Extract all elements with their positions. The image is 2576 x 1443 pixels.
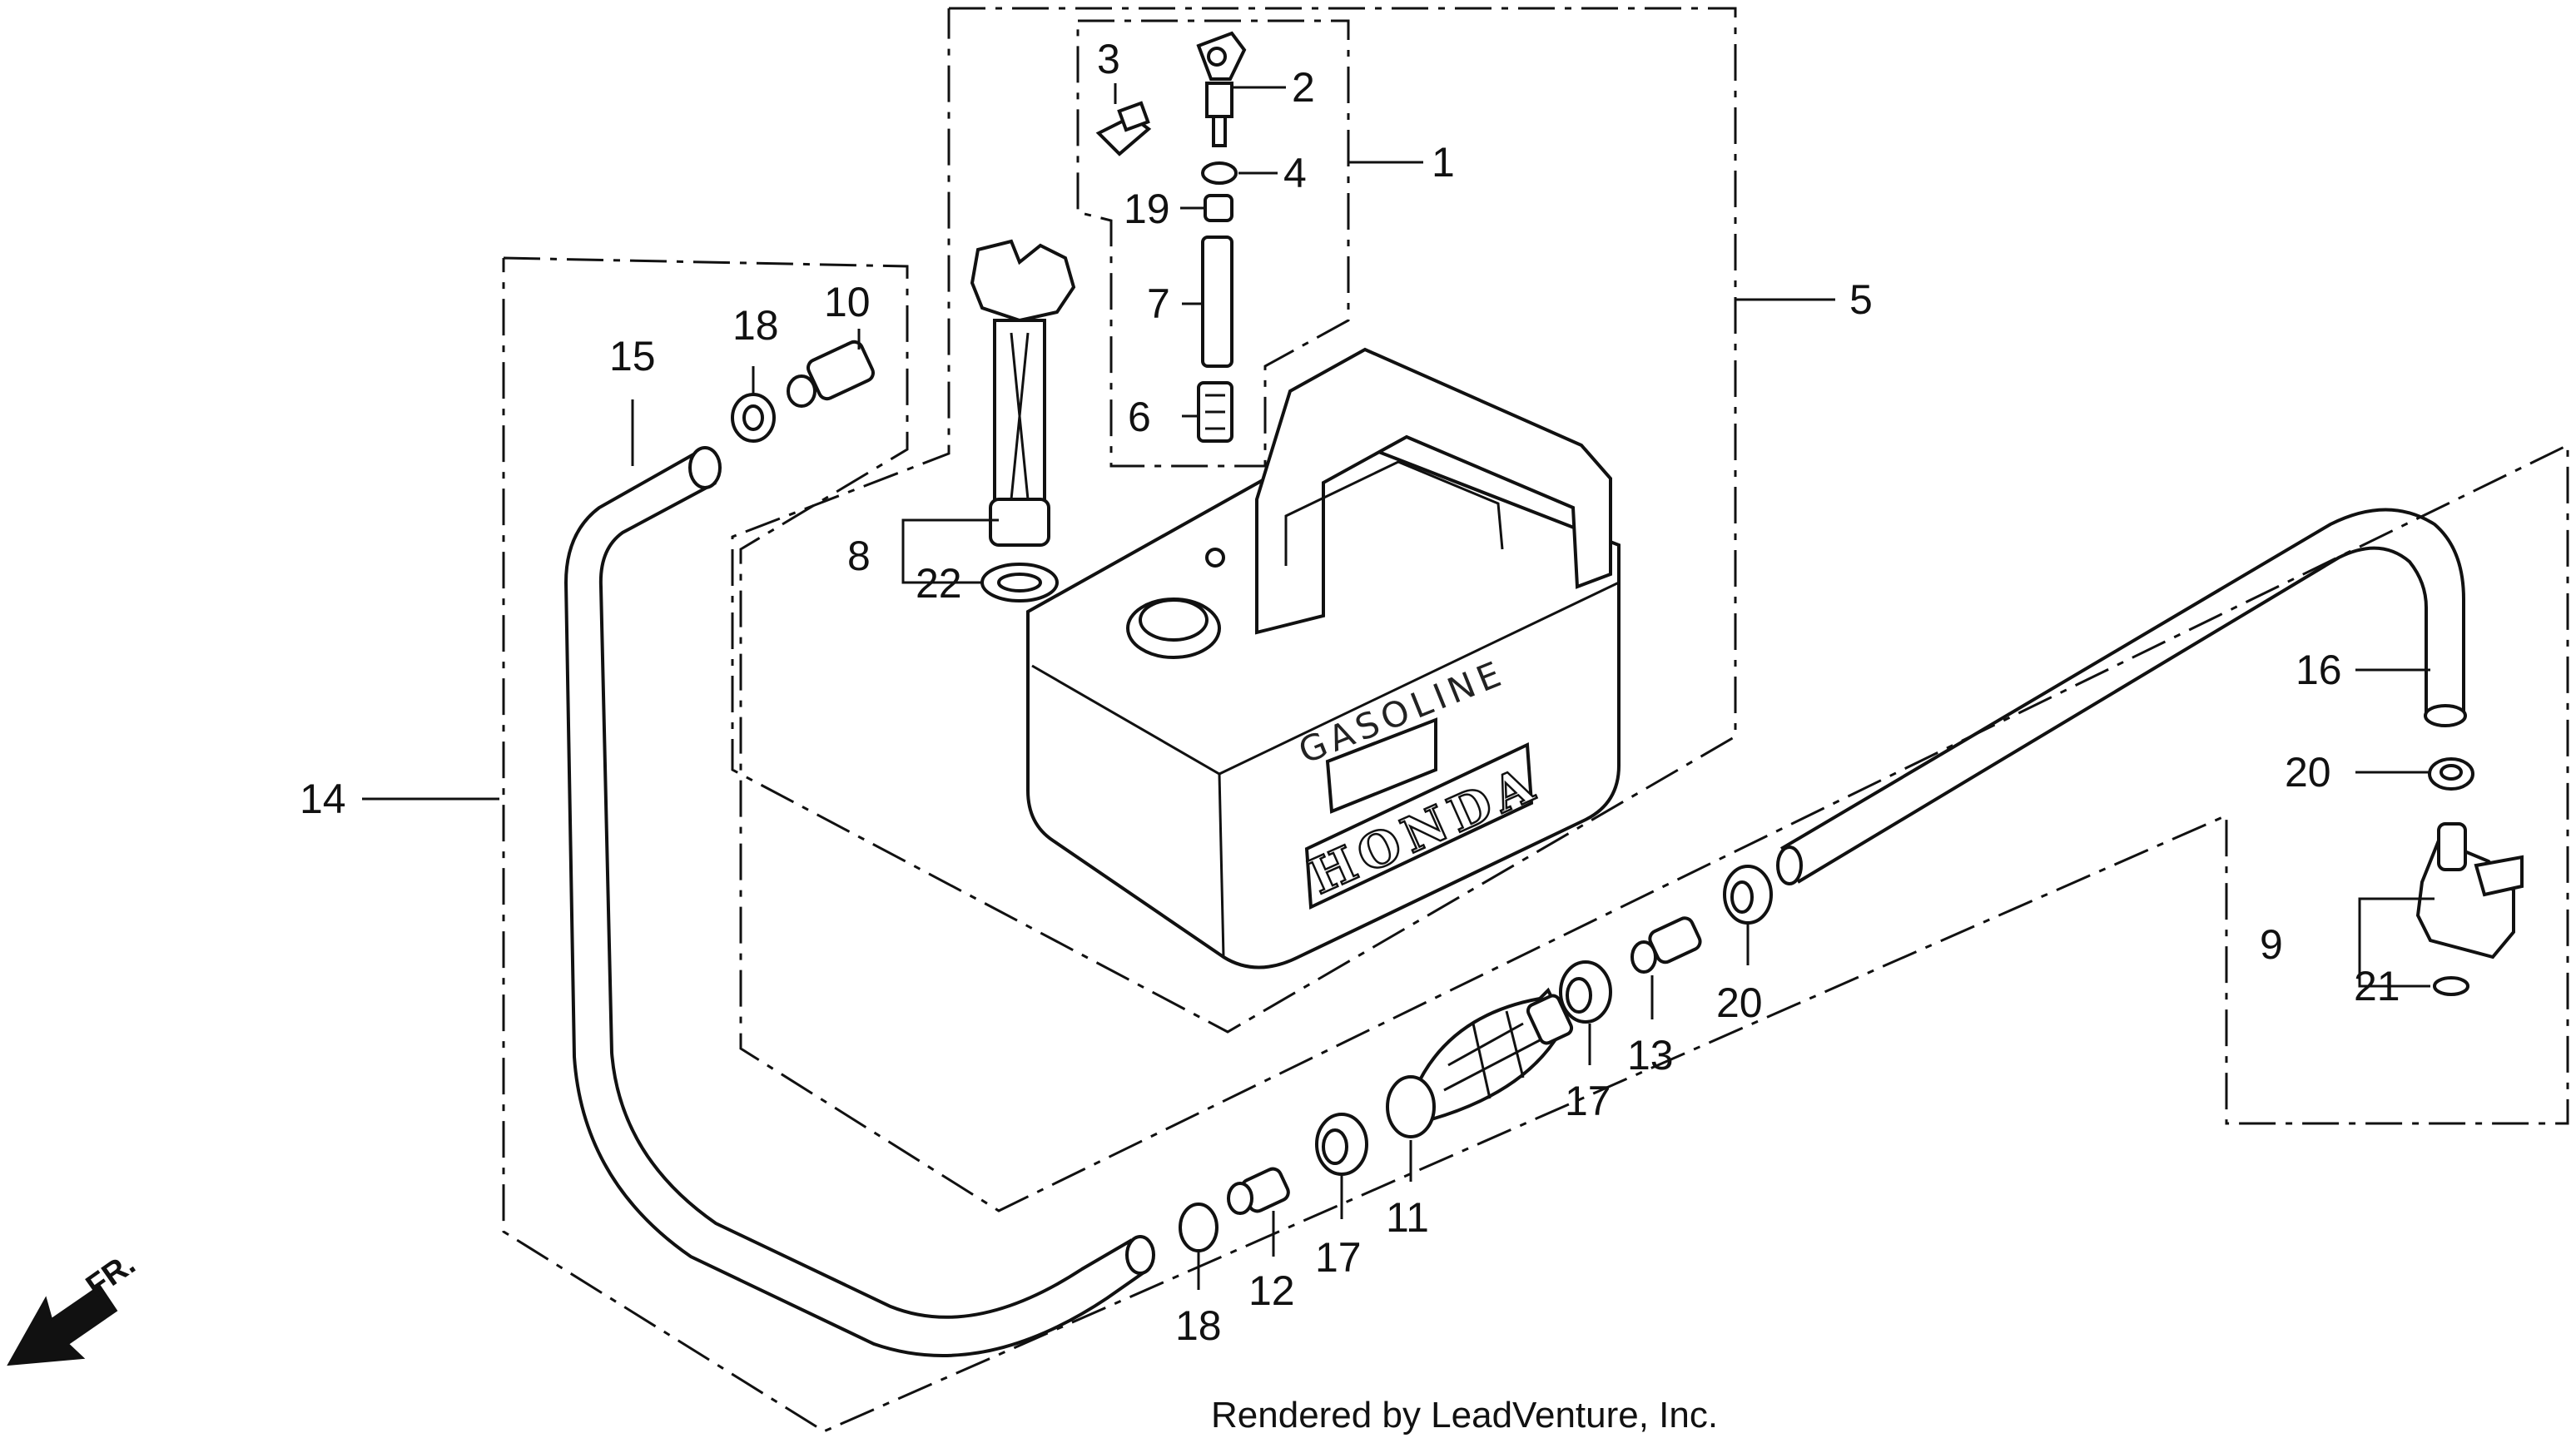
part-label-21: 21 — [2354, 963, 2400, 1009]
part-label-17b: 17 — [1565, 1078, 1611, 1124]
part-label-18a: 18 — [732, 302, 779, 349]
cap-tube — [1201, 236, 1233, 368]
boundary-hose-assembly — [502, 256, 2569, 1433]
gauge-knob-hole — [1207, 47, 1227, 67]
fuel-tank: GASOLINE HONDA — [1026, 347, 1621, 969]
primer-bulb-ring — [1386, 1075, 1436, 1138]
render-credit: Rendered by LeadVenture, Inc. — [1211, 1395, 1718, 1436]
part-label-19: 19 — [1124, 186, 1170, 232]
hose-15-outer — [563, 452, 1150, 1357]
leader-8 — [901, 518, 999, 556]
gauge-cap — [970, 239, 1076, 323]
cap-kit-parts — [1095, 31, 1247, 443]
fuel-connector — [2415, 757, 2524, 996]
part-label-16: 16 — [2296, 647, 2342, 693]
group-boundaries — [502, 7, 2569, 1433]
tank-handle-opening — [1284, 460, 1504, 566]
connector-12-ring — [1227, 1182, 1253, 1215]
gauge-tip — [1212, 115, 1227, 147]
part-label-20a: 20 — [1716, 979, 1763, 1026]
connector-13-ring — [1630, 940, 1657, 974]
clamp-20-lower-inner — [1730, 880, 1754, 914]
vent-hole — [1205, 548, 1225, 568]
tank-body — [1026, 434, 1621, 969]
washer — [1201, 161, 1238, 185]
part-label-15: 15 — [609, 333, 656, 379]
hose-15-inner — [598, 481, 1134, 1319]
part-label-17a: 17 — [1315, 1234, 1362, 1281]
tank-brand-panel — [1304, 741, 1534, 910]
clamp-18-upper-inner — [742, 404, 764, 431]
primer-bulb-mesh — [1443, 1010, 1541, 1099]
gauge-bottom — [989, 498, 1050, 547]
primer-bulb-neck — [1526, 994, 1574, 1045]
cap-filter-mesh — [1205, 394, 1225, 430]
vent-screw-head — [1117, 101, 1150, 132]
boundary-cap-kit — [1076, 19, 1350, 468]
part-label-1: 1 — [1432, 139, 1455, 186]
fuel-joint-upper — [731, 340, 875, 443]
hose-15-end — [688, 446, 722, 489]
front-arrow-icon — [7, 1284, 118, 1366]
part-label-18b: 18 — [1175, 1302, 1222, 1349]
leader-22 — [901, 556, 982, 584]
part-label-9: 9 — [2260, 921, 2283, 968]
front-direction-indicator: FR. — [7, 1247, 141, 1366]
connector-13 — [1648, 916, 1702, 964]
gauge-stem — [1205, 82, 1233, 118]
part-labels: 1 2 3 4 5 6 7 8 9 10 11 12 13 14 15 16 1… — [300, 36, 2400, 1349]
hoses — [563, 446, 2467, 1357]
tank-front-seam — [1218, 773, 1225, 958]
hose-16-inner — [1796, 546, 2428, 884]
leader-9 — [2358, 897, 2435, 945]
part-label-12: 12 — [1248, 1267, 1295, 1314]
part-label-7: 7 — [1147, 280, 1170, 327]
part-label-6: 6 — [1128, 394, 1151, 440]
nut — [1204, 194, 1233, 222]
fuel-gauge-assembly — [970, 239, 1076, 602]
part-label-8: 8 — [847, 533, 871, 579]
hose-16-outer — [1779, 508, 2465, 850]
hose-15-end-low — [1125, 1235, 1155, 1275]
part-label-10: 10 — [824, 279, 871, 325]
tank-label-plate — [1325, 717, 1437, 814]
hose-16-end — [2424, 704, 2467, 727]
primer-line-parts — [1179, 865, 1773, 1252]
clamp-17-upper-inner — [1566, 977, 1592, 1014]
part-label-4: 4 — [1283, 150, 1307, 196]
gasket-22-inner — [997, 573, 1042, 593]
part-label-13: 13 — [1627, 1032, 1674, 1079]
clamp-20-upper-inner — [2440, 764, 2463, 781]
clamp-18-lower — [1179, 1202, 1219, 1252]
part-label-22: 22 — [916, 560, 962, 607]
part-label-14: 14 — [300, 776, 346, 822]
boundary-tank-kit — [731, 7, 1737, 1034]
leader-21 — [2358, 945, 2430, 988]
part-label-5: 5 — [1849, 276, 1873, 323]
connector-9-nozzle — [2437, 822, 2467, 871]
gauge-float-inner — [1010, 332, 1030, 500]
hose-16-start — [1776, 845, 1803, 885]
connector-9-lever — [2474, 855, 2524, 897]
oring-21 — [2433, 976, 2469, 996]
clamp-17-lower-inner — [1322, 1128, 1348, 1165]
fuel-joint-10-tip — [787, 374, 816, 408]
part-label-2: 2 — [1292, 64, 1315, 111]
leader-lines — [362, 83, 2435, 1290]
tank-handle — [1255, 347, 1612, 635]
part-label-3: 3 — [1097, 36, 1120, 82]
part-label-11: 11 — [1386, 1194, 1429, 1241]
filler-neck-inner — [1139, 598, 1209, 642]
part-label-20b: 20 — [2285, 749, 2331, 796]
